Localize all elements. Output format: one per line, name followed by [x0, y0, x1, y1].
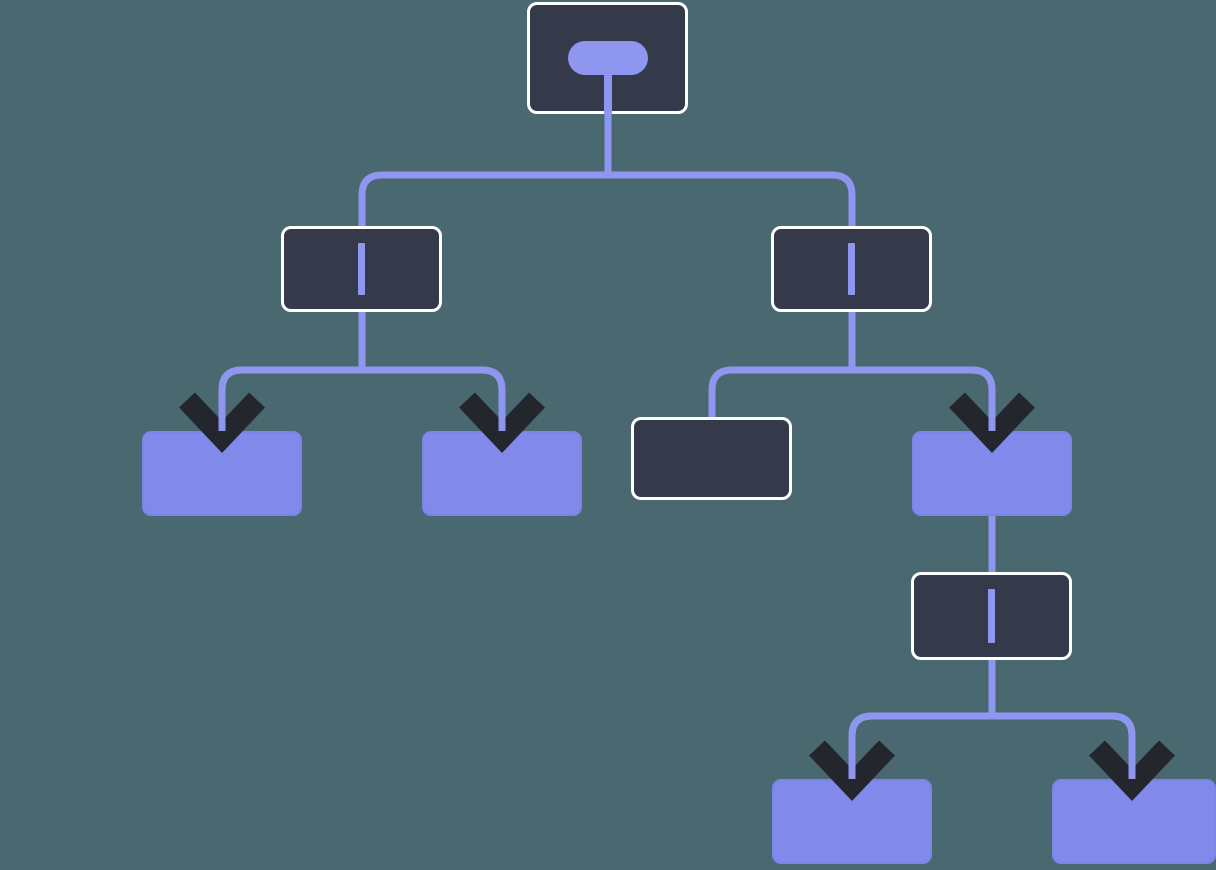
branch-node-left-content-bar	[358, 243, 365, 295]
empty-node[interactable]	[631, 417, 792, 500]
leaf-node-3[interactable]	[772, 779, 932, 864]
branch-node-right-content-bar	[848, 243, 855, 295]
leaf-node-4[interactable]	[1052, 779, 1216, 864]
leaf-node-2[interactable]	[422, 431, 582, 516]
root-node-stem	[604, 75, 612, 115]
branch-child-node[interactable]	[912, 431, 1072, 516]
root-node-content-pill	[568, 41, 648, 75]
sub-branch-node-content-bar	[988, 589, 995, 643]
branch-node-right[interactable]	[771, 226, 932, 312]
leaf-node-1[interactable]	[142, 431, 302, 516]
